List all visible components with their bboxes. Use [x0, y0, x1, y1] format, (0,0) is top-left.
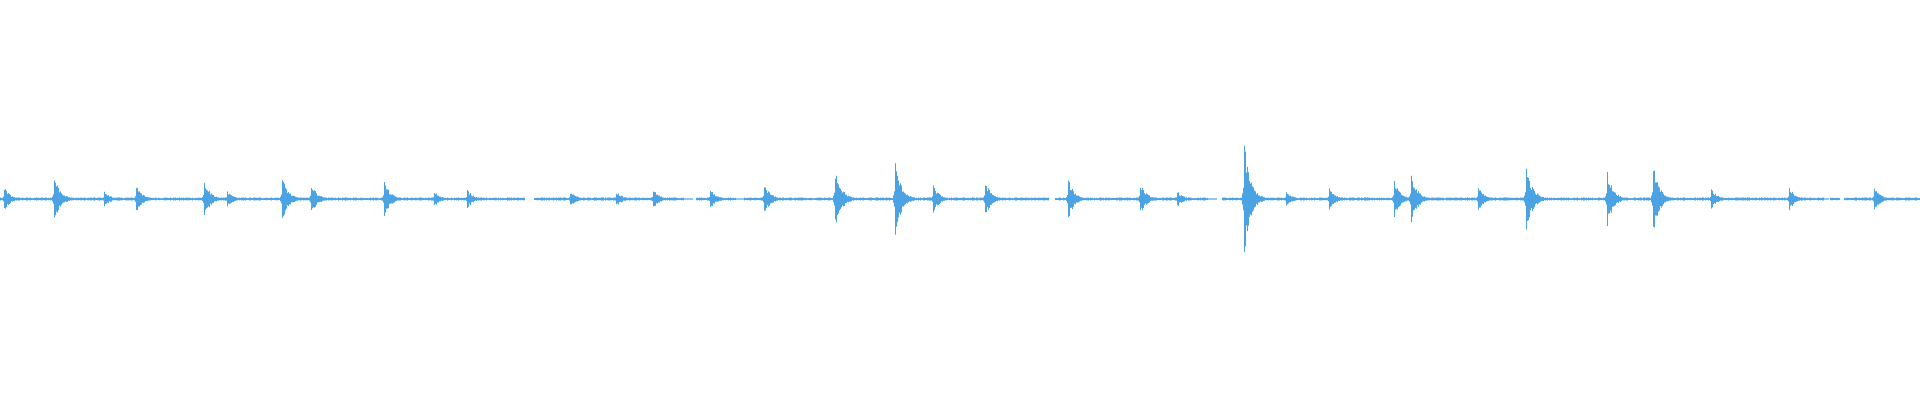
waveform-panel[interactable]: [0, 0, 1920, 400]
audio-waveform[interactable]: [0, 0, 1920, 400]
